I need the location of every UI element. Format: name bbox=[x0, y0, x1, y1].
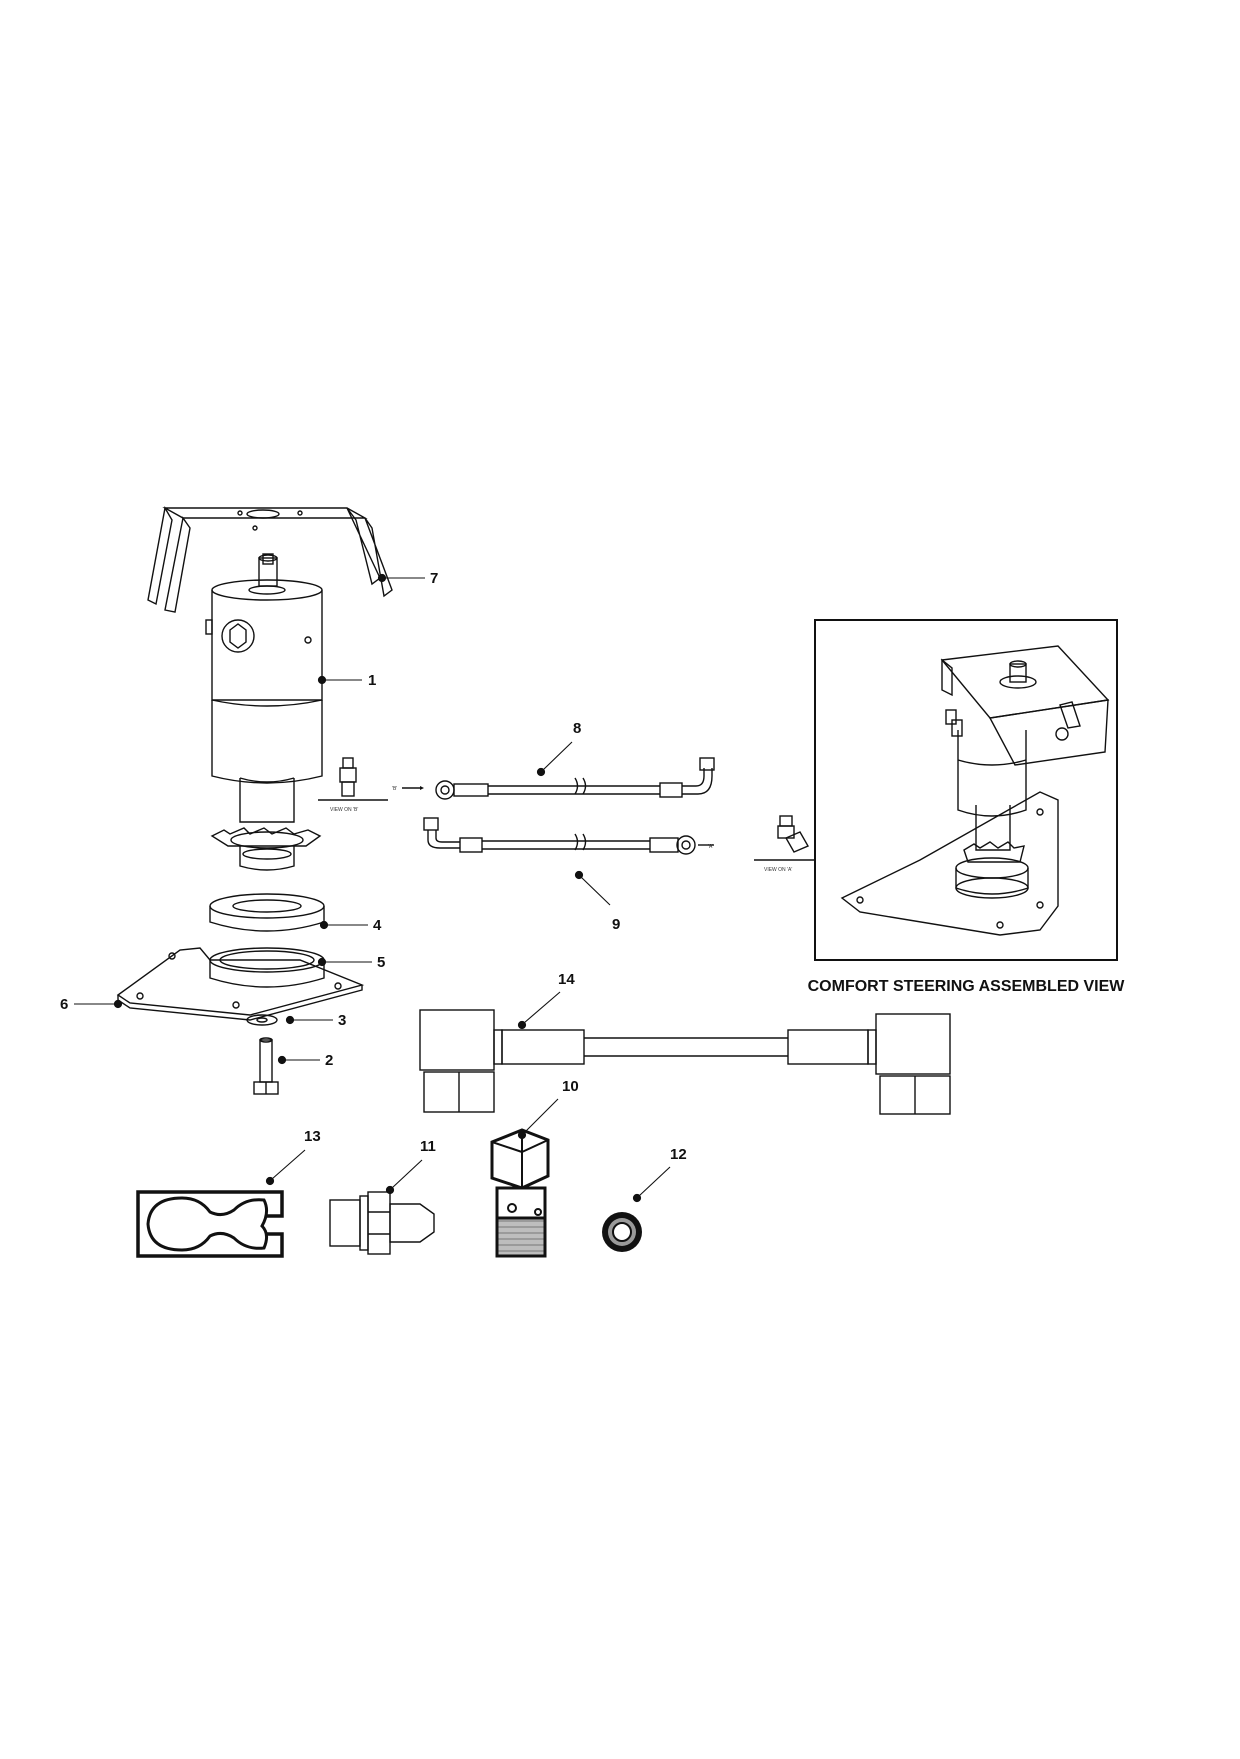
callout-5-label: 5 bbox=[377, 954, 385, 971]
part-11-adapter-fitting bbox=[329, 1191, 435, 1255]
callout-8-label: 8 bbox=[573, 720, 581, 737]
callout-8: 8 bbox=[536, 720, 581, 777]
part-4-spacer-ring bbox=[209, 893, 325, 932]
callout-14-label: 14 bbox=[558, 971, 575, 988]
callout-10-label: 10 bbox=[562, 1078, 579, 1095]
callout-3-label: 3 bbox=[338, 1012, 346, 1029]
part-9-hose: 'A' bbox=[423, 817, 714, 855]
callout-4: 4 bbox=[319, 917, 382, 934]
callout-5: 5 bbox=[317, 954, 385, 971]
detail-view-b: VIEW ON 'B' 'B' bbox=[318, 757, 424, 813]
callout-6: 6 bbox=[60, 996, 123, 1013]
callout-9: 9 bbox=[574, 870, 620, 933]
part-6-base-plate bbox=[116, 947, 365, 1021]
callout-12: 12 bbox=[632, 1146, 687, 1203]
inset-frame bbox=[814, 619, 1118, 961]
part-13-hose-clamp bbox=[136, 1190, 284, 1258]
inset-caption: COMFORT STEERING ASSEMBLED VIEW bbox=[808, 978, 1126, 995]
callout-13-label: 13 bbox=[304, 1128, 321, 1145]
view-a-label: VIEW ON 'A' bbox=[764, 867, 792, 873]
arrow-b-label: 'B' bbox=[392, 786, 397, 792]
callout-7-label: 7 bbox=[430, 570, 438, 587]
part-7-mounting-bracket bbox=[147, 506, 393, 613]
callout-1-label: 1 bbox=[368, 672, 376, 689]
callout-2: 2 bbox=[277, 1052, 333, 1069]
callout-13: 13 bbox=[265, 1128, 321, 1186]
assembled-view-inset: COMFORT STEERING ASSEMBLED VIEW bbox=[808, 619, 1126, 995]
callout-10: 10 bbox=[517, 1078, 579, 1140]
callout-6-label: 6 bbox=[60, 996, 68, 1013]
callout-9-label: 9 bbox=[612, 916, 620, 933]
arrow-a-label: 'A' bbox=[708, 844, 713, 850]
callout-4-label: 4 bbox=[373, 917, 382, 934]
part-3-washer bbox=[246, 1014, 278, 1026]
detail-view-a: VIEW ON 'A' bbox=[754, 815, 820, 873]
callout-3: 3 bbox=[285, 1012, 346, 1029]
callout-2-label: 2 bbox=[325, 1052, 333, 1069]
part-10-banjo-bolt bbox=[490, 1128, 550, 1258]
callout-12-label: 12 bbox=[670, 1146, 687, 1163]
part-2-bolt bbox=[253, 1037, 279, 1095]
callout-1: 1 bbox=[317, 672, 376, 689]
callout-11-label: 11 bbox=[420, 1138, 436, 1155]
part-14-hose-assembly bbox=[419, 1009, 951, 1115]
part-12-sealing-washer bbox=[602, 1212, 642, 1252]
callout-7: 7 bbox=[377, 570, 438, 587]
part-1-steering-unit bbox=[205, 553, 323, 871]
callout-11: 11 bbox=[385, 1138, 436, 1195]
callout-14: 14 bbox=[517, 971, 575, 1030]
part-8-hose bbox=[435, 757, 715, 800]
view-b-label: VIEW ON 'B' bbox=[330, 807, 358, 813]
part-5-bearing-ring bbox=[209, 947, 325, 988]
